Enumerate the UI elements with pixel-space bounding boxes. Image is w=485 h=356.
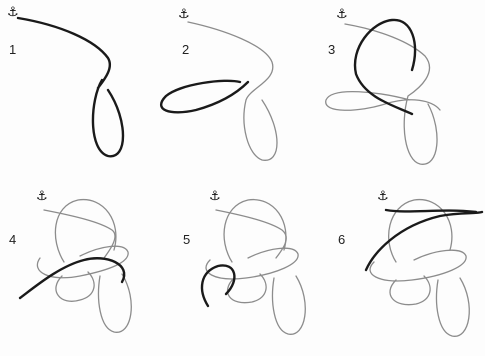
step-2-standing-part — [188, 22, 277, 160]
step-2-rope — [161, 22, 277, 160]
step-5-rope — [202, 200, 305, 335]
step-4-standing-part — [44, 210, 115, 258]
step-6-top-loop — [389, 200, 452, 262]
step-3-rope — [326, 20, 440, 164]
step-5-top-loop — [224, 200, 286, 262]
step-4-rope — [20, 200, 131, 333]
step-6-lower-loops — [390, 276, 469, 336]
step-6-rope — [366, 200, 482, 337]
step-4-working-end — [20, 258, 124, 298]
step-1-rope — [18, 18, 123, 156]
step-1-working-end — [18, 18, 123, 156]
step-5-lower-loops — [228, 274, 306, 334]
step-4-top-loop — [55, 200, 116, 262]
step-5-middle-loop — [206, 248, 298, 279]
step-4-lower-loops — [56, 272, 131, 332]
step-6-middle-loop — [370, 250, 466, 281]
step-2-working-end — [161, 81, 248, 113]
step-5-working-end — [202, 265, 234, 306]
